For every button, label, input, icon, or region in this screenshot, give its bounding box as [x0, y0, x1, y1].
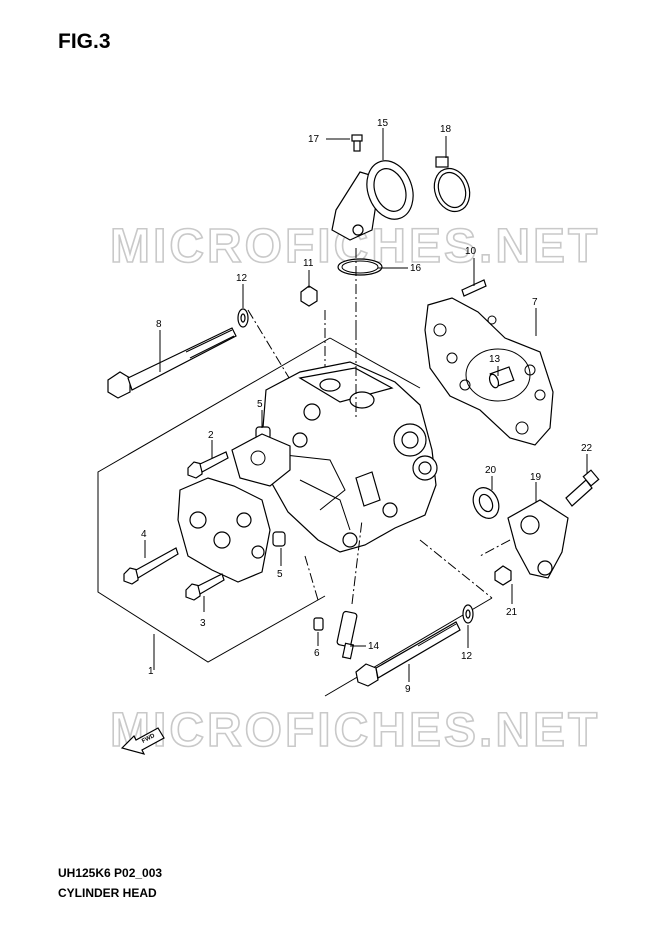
- watermark-bottom: MICROFICHES.NET: [110, 704, 600, 757]
- intake-pipe-15: [331, 160, 414, 241]
- diagram-code: UH125K6 P02_003: [58, 866, 163, 880]
- dash-19: [479, 539, 511, 557]
- bolt-2: [187, 451, 229, 479]
- callout-3: 3: [200, 618, 206, 629]
- cam-holder-lower: [177, 477, 271, 583]
- bolt-21: [494, 565, 512, 586]
- bolt-9: [355, 621, 461, 687]
- callout-2: 2: [208, 430, 214, 441]
- spark-plug-14: [336, 610, 358, 660]
- fwd-arrow-icon: FWD: [120, 727, 165, 755]
- callout-22: 22: [581, 443, 593, 454]
- cam-holder-upper: [231, 433, 291, 487]
- callout-10: 10: [465, 246, 477, 257]
- callout-19: 19: [530, 472, 542, 483]
- callout-21: 21: [506, 607, 518, 618]
- thermostat-housing-19: [507, 499, 569, 579]
- bolt-8: [107, 327, 237, 399]
- sensor-22: [565, 469, 600, 507]
- callout-8: 8: [156, 319, 162, 330]
- gasket-7: [424, 297, 554, 446]
- dash-12a: [247, 309, 301, 397]
- thermostat-20: [472, 487, 500, 519]
- callout-18: 18: [440, 124, 452, 135]
- o-ring-16: [337, 258, 383, 276]
- callout-4: 4: [141, 529, 147, 540]
- callout-5-bottom: 5: [277, 569, 283, 580]
- assembly-outline-right: [329, 337, 421, 389]
- dowel-5-bottom: [272, 531, 286, 547]
- screw-17: [351, 134, 363, 152]
- callout-16: 16: [410, 263, 422, 274]
- assembly-outline: [97, 337, 331, 663]
- callout-1: 1: [148, 666, 154, 677]
- callout-14: 14: [368, 641, 380, 652]
- assembly-dash-right: [419, 539, 493, 599]
- clamp-18: [433, 156, 471, 213]
- callout-7: 7: [532, 297, 538, 308]
- callout-12-bottom: 12: [461, 651, 473, 662]
- bolt-4: [123, 547, 179, 585]
- bolt-3: [185, 573, 225, 601]
- dash-6: [304, 555, 319, 601]
- pin-6: [313, 617, 324, 631]
- dowel-13: [488, 366, 515, 389]
- callout-5-top: 5: [257, 399, 263, 410]
- callout-13: 13: [489, 354, 501, 365]
- callout-11: 11: [303, 258, 314, 269]
- diagram-name: CYLINDER HEAD: [58, 886, 157, 900]
- figure-title: FIG.3: [58, 30, 111, 53]
- stud-10: [461, 279, 487, 297]
- callout-6: 6: [314, 648, 320, 659]
- callout-20: 20: [485, 465, 497, 476]
- dash-14: [351, 519, 363, 605]
- callout-15: 15: [377, 118, 389, 129]
- callout-9: 9: [405, 684, 411, 695]
- nut-11: [300, 285, 318, 307]
- callout-12-top: 12: [236, 273, 248, 284]
- callout-17: 17: [308, 134, 320, 145]
